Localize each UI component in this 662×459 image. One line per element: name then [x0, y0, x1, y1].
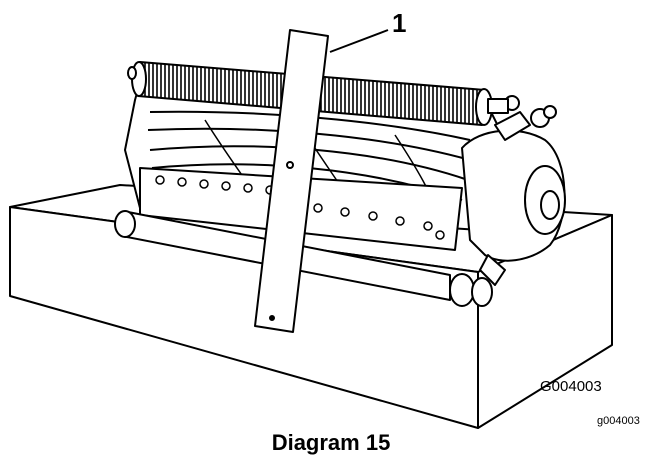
figure-code: G004003 — [540, 378, 602, 395]
callout-number: 1 — [392, 8, 407, 38]
figure-caption: Diagram 15 — [271, 430, 391, 455]
straight-edge — [254, 29, 329, 333]
callout-leader — [329, 29, 389, 53]
graphic-id: g004003 — [597, 415, 640, 427]
bedbar-screws — [155, 175, 445, 240]
